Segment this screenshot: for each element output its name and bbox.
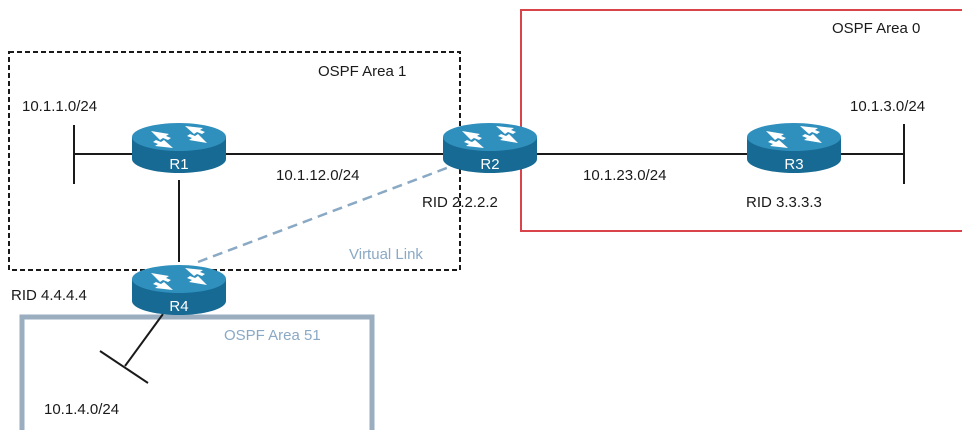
r4-lan-stub-line xyxy=(124,313,164,367)
router-r4-rid: RID 4.4.4.4 xyxy=(11,287,87,304)
router-r4-name: R4 xyxy=(169,298,188,315)
area-1-boundary xyxy=(8,51,461,271)
network-r2-r3: 10.1.23.0/24 xyxy=(583,167,666,184)
router-r3-name: R3 xyxy=(784,156,803,173)
virtual-link-line xyxy=(197,164,453,264)
area-51-label: OSPF Area 51 xyxy=(224,327,321,344)
router-r3: R3 xyxy=(747,123,841,173)
router-r2-rid: RID 2.2.2.2 xyxy=(422,194,498,211)
virtual-link-label: Virtual Link xyxy=(349,246,423,263)
router-r1: R1 xyxy=(132,123,226,173)
network-r1-r2: 10.1.12.0/24 xyxy=(276,167,359,184)
router-r2-name: R2 xyxy=(480,156,499,173)
router-r2: R2 xyxy=(443,123,537,173)
router-r1-name: R1 xyxy=(169,156,188,173)
network-r1-lan: 10.1.1.0/24 xyxy=(22,98,97,115)
area-1-label: OSPF Area 1 xyxy=(318,63,406,80)
network-r4-lan: 10.1.4.0/24 xyxy=(44,401,119,418)
area-0-label: OSPF Area 0 xyxy=(832,20,920,37)
network-r3-lan: 10.1.3.0/24 xyxy=(850,98,925,115)
area-0-boundary xyxy=(520,9,962,232)
area-51-boundary xyxy=(19,314,375,430)
router-r3-rid: RID 3.3.3.3 xyxy=(746,194,822,211)
r4-lan-stub-end xyxy=(99,350,149,384)
router-r4: R4 xyxy=(132,265,226,315)
